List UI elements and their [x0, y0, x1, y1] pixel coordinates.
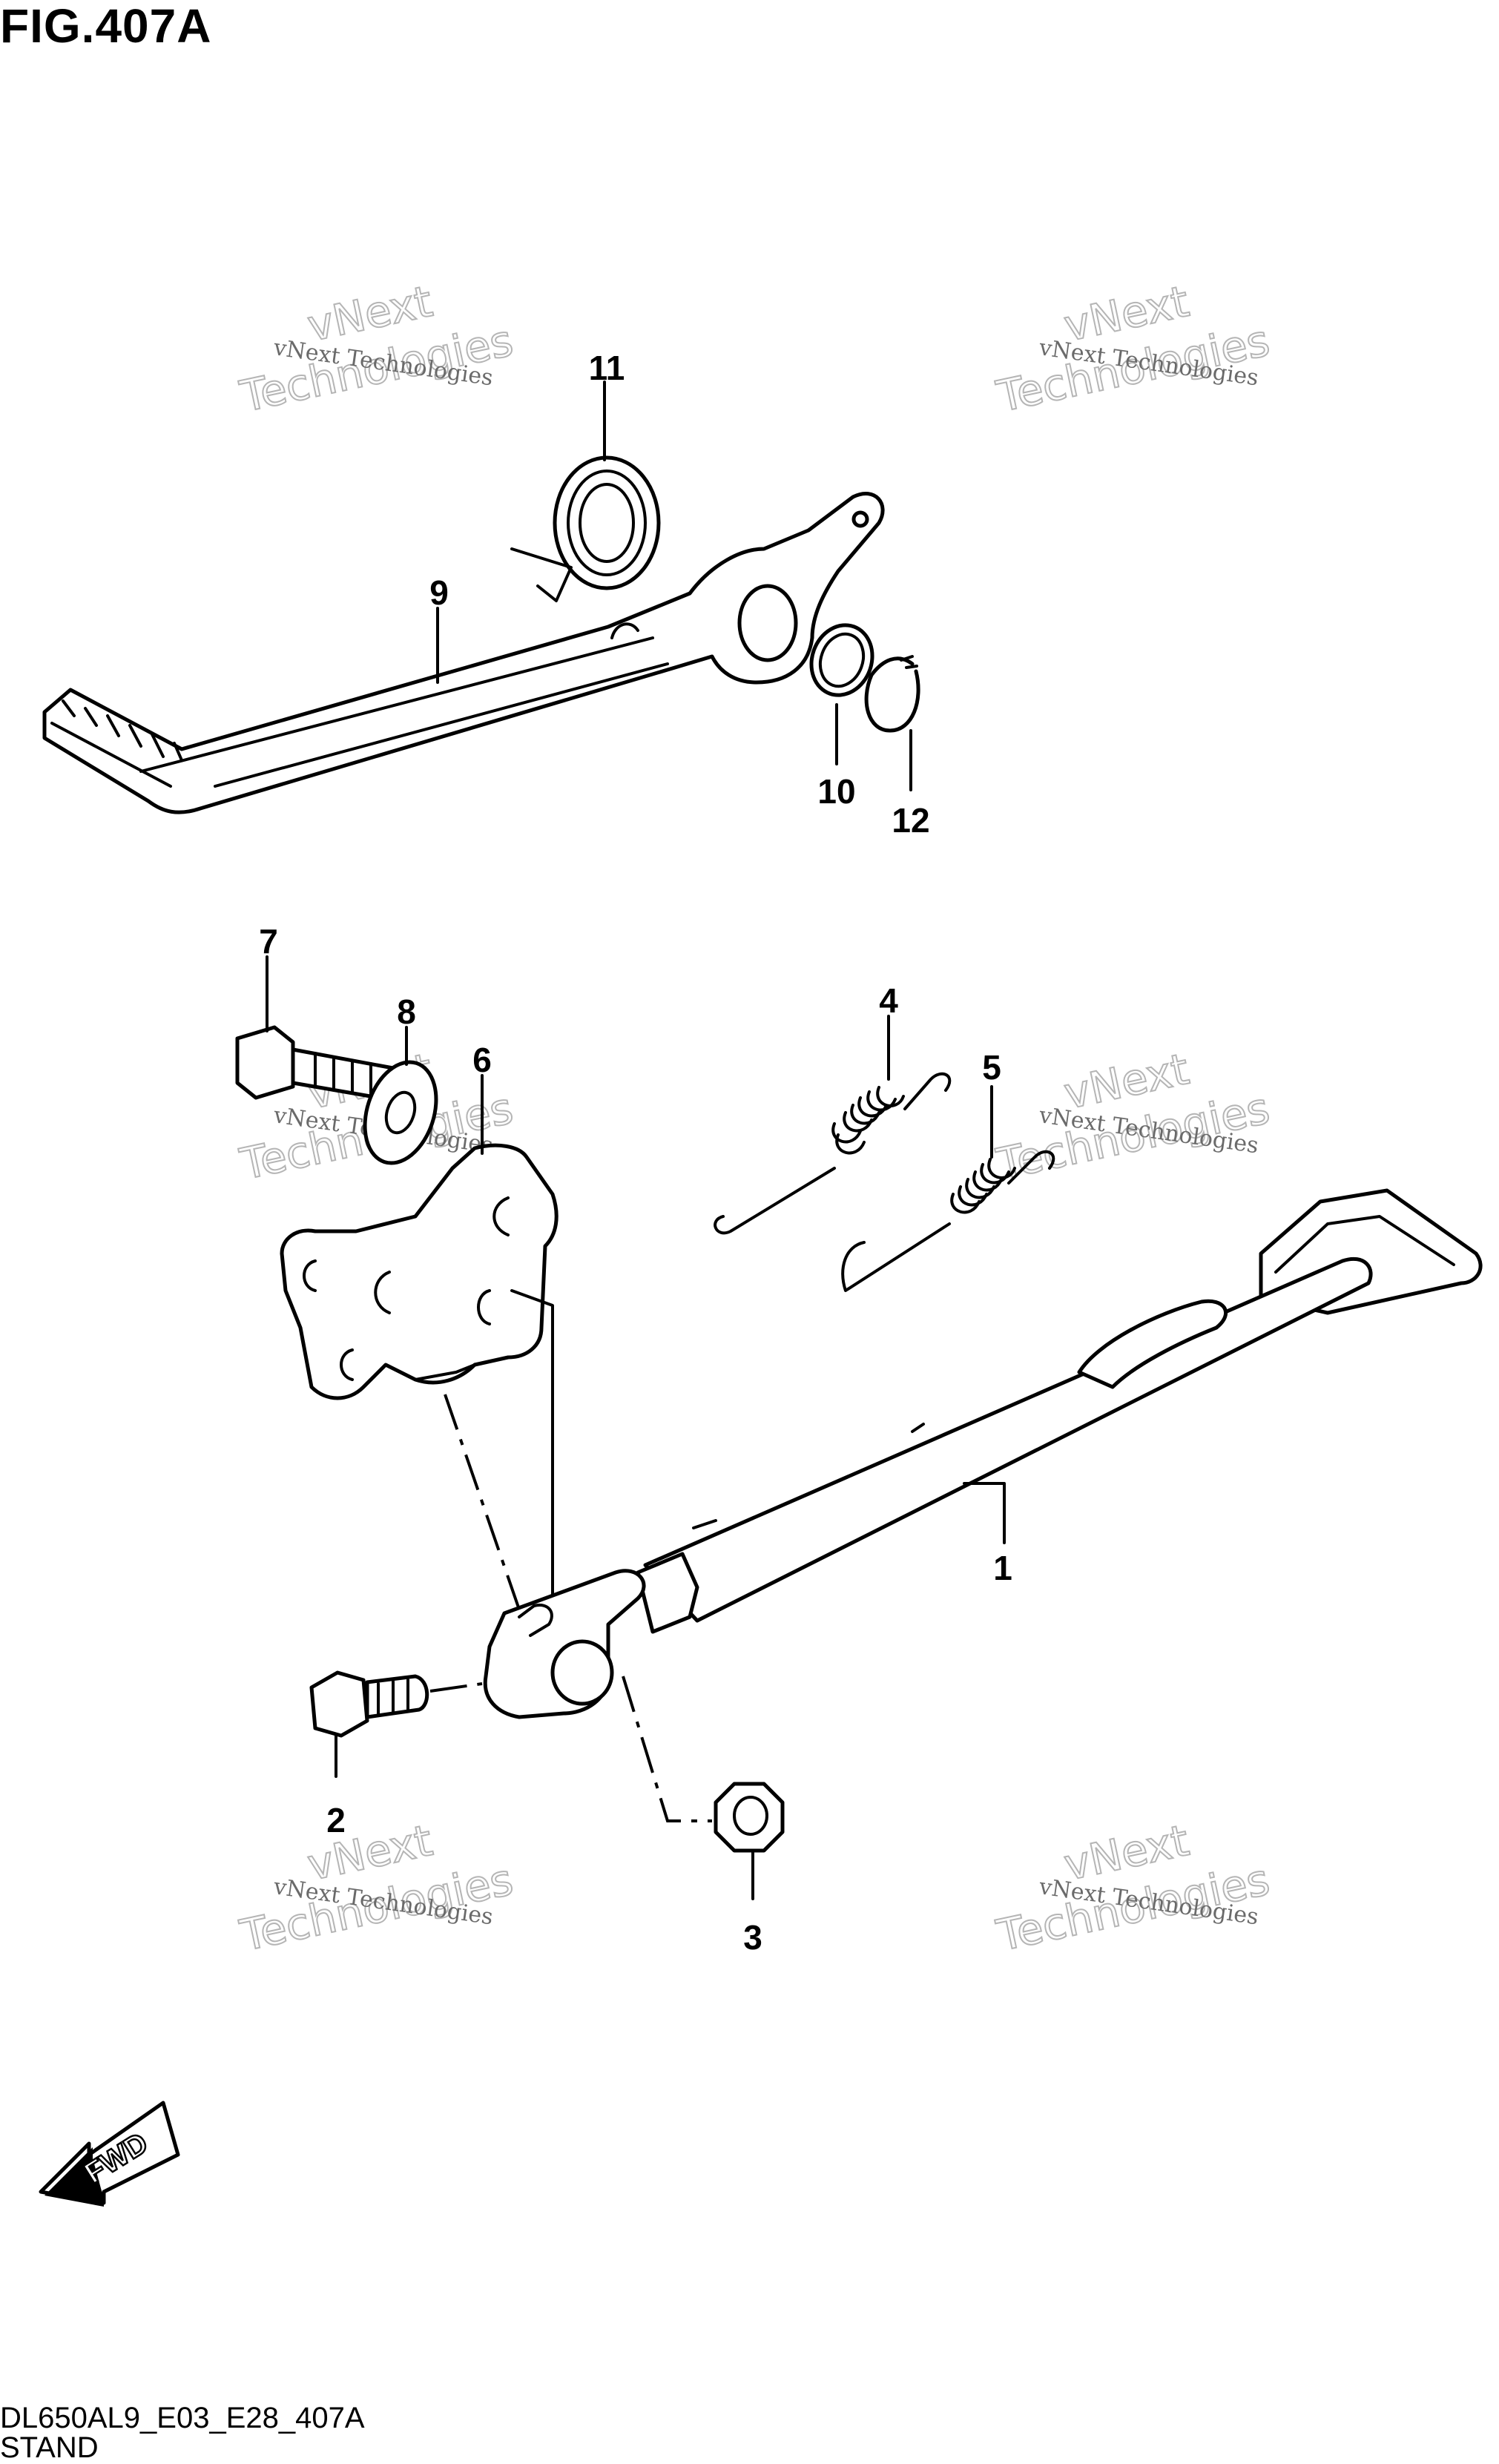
figure-name: STAND [0, 2431, 99, 2464]
watermark-top-right: Technologies vNext vNext Technologies [992, 275, 1275, 423]
callout-7: 7 [259, 922, 278, 961]
part-1-side-stand [483, 1188, 1483, 1719]
part-8-washer [363, 1060, 438, 1165]
part-5-spring [841, 1150, 1055, 1292]
callout-11: 12 [892, 801, 929, 840]
callout-8: 8 [397, 992, 416, 1031]
figure-code: DL650AL9_E03_E28_407A [0, 2402, 365, 2434]
callout-1: 1 [993, 1549, 1012, 1587]
callout-labels: 1 2 3 4 5 6 7 8 9 10 12 11 [259, 349, 1012, 1957]
part-11-spring [510, 455, 661, 602]
watermark-mid-right: Technologies vNext vNext Technologies [992, 1043, 1275, 1190]
part-10-washer [809, 623, 874, 697]
callout-9: 9 [429, 573, 449, 612]
part-4-spring [714, 1072, 952, 1235]
callout-5: 5 [982, 1048, 1001, 1087]
part-12-circlip [864, 655, 920, 733]
callout-4: 4 [879, 981, 898, 1020]
callout-2: 2 [326, 1801, 346, 1839]
callout-10: 10 [817, 772, 855, 811]
callout-11: 11 [589, 349, 625, 387]
callout-6: 6 [472, 1041, 492, 1079]
callout-3: 3 [743, 1918, 762, 1957]
watermark-bottom-right: Technologies vNext vNext Technologies [992, 1814, 1275, 1962]
leader-lines [266, 381, 1006, 1900]
figure-title: FIG.407A [0, 0, 212, 53]
part-2-bolt [309, 1670, 429, 1738]
fwd-arrow-icon: FWD [39, 2101, 180, 2207]
part-3-nut [714, 1782, 785, 1853]
watermark-bottom-left: Technologies vNext vNext Technologies [235, 1814, 518, 1962]
part-9-pedal [42, 491, 885, 814]
watermark-top-left: Technologies vNext vNext Technologies [235, 275, 518, 423]
part-6-bracket [280, 1143, 559, 1596]
